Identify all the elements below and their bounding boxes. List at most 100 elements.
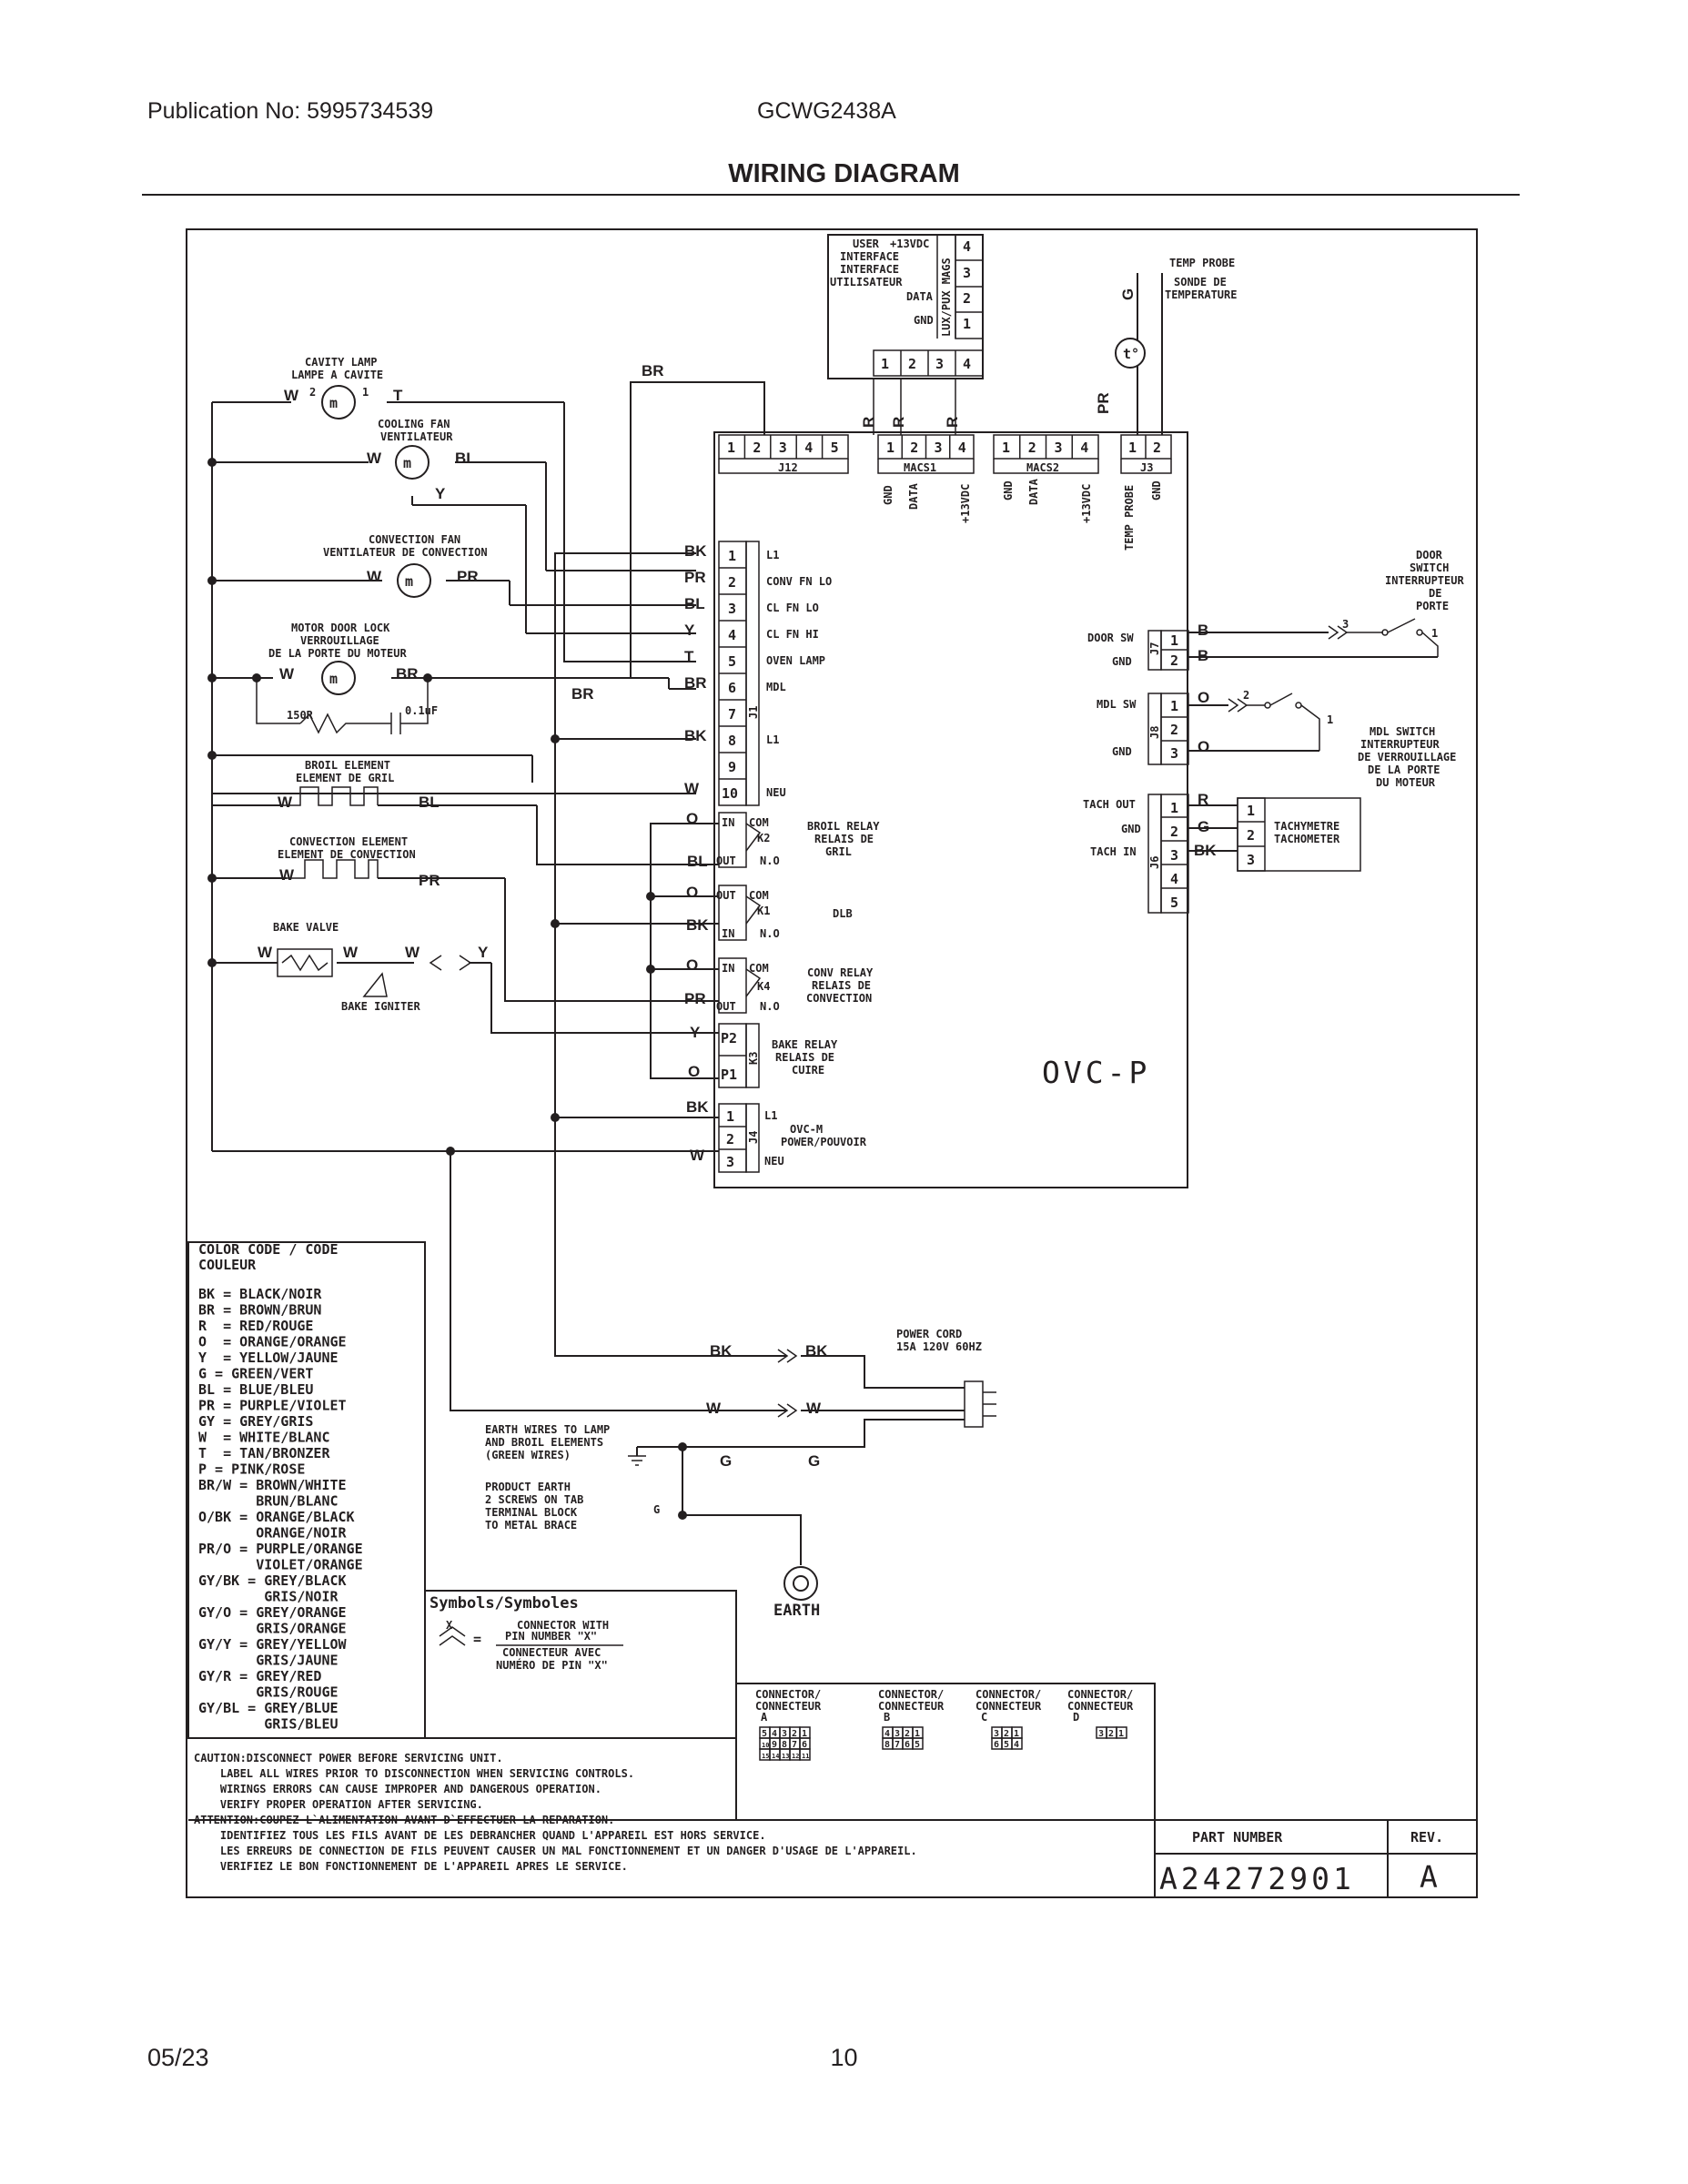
svg-text:4: 4: [963, 356, 971, 372]
svg-text:BL: BL: [455, 450, 476, 467]
svg-text:0.1uF: 0.1uF: [405, 704, 438, 717]
svg-text:TEMPERATURE: TEMPERATURE: [1165, 288, 1237, 301]
tachometer: 1 2 3 TACHYMETRE TACHOMETER: [1237, 797, 1361, 872]
j1-wire-8: BK: [684, 727, 707, 744]
svg-text:DE LA PORTE: DE LA PORTE: [1368, 763, 1440, 776]
publication-number: Publication No: 5995734539: [147, 98, 434, 124]
footer-date: 05/23: [147, 2044, 209, 2071]
svg-text:DE LA PORTE DU MOTEUR: DE LA PORTE DU MOTEUR: [268, 647, 407, 660]
j8-connector: 1 2 3 J8 MDL SW GND O O: [1097, 689, 1209, 765]
j12-pin-3: 3: [779, 440, 787, 456]
svg-text:3: 3: [1170, 745, 1178, 762]
pin-cell: [912, 1737, 924, 1750]
svg-text:2: 2: [1243, 689, 1249, 702]
svg-text:BR: BR: [396, 665, 419, 682]
j1-wire-6: BR: [684, 674, 707, 692]
model-number: GCWG2438A: [757, 98, 896, 124]
svg-text:R: R: [944, 417, 961, 428]
svg-text:SWITCH: SWITCH: [1410, 561, 1449, 574]
caution-line: WIRINGS ERRORS CAN CAUSE IMPROPER AND DA…: [194, 1783, 601, 1795]
legend-line: BR/W = BROWN/WHITE: [198, 1477, 347, 1493]
j1-pin-10: 10: [722, 785, 738, 802]
motor-door-lock: MOTOR DOOR LOCK VERROUILLAGE DE LA PORTE…: [268, 622, 438, 734]
revision: A: [1420, 1859, 1441, 1895]
svg-text:Symbols/Symboles: Symbols/Symboles: [430, 1594, 579, 1613]
svg-text:NUMÉRO DE PIN "X": NUMÉRO DE PIN "X": [496, 1658, 608, 1672]
svg-text:1: 1: [1170, 698, 1178, 714]
svg-text:MDL SW: MDL SW: [1097, 698, 1137, 711]
svg-text:2: 2: [309, 386, 316, 399]
cavity-lamp: CAVITY LAMP LAMPE A CAVITE m W T 2 1: [284, 356, 403, 420]
svg-text:W: W: [279, 665, 295, 682]
legend-line: GRIS/JAUNE: [198, 1653, 339, 1669]
j12-pin-1: 1: [727, 440, 735, 456]
diagram-frame: [186, 228, 1478, 1898]
j1-pin-1: 1: [728, 548, 736, 564]
legend-line: T = TAN/BRONZER: [198, 1445, 330, 1461]
svg-text:=: =: [473, 1631, 481, 1647]
j1-wire-3: BL: [684, 595, 705, 612]
caution-line: CAUTION:DISCONNECT POWER BEFORE SERVICIN…: [194, 1752, 503, 1764]
svg-text:K3: K3: [747, 1052, 760, 1065]
svg-text:W: W: [343, 944, 359, 961]
svg-text:J7: J7: [1148, 642, 1161, 655]
svg-text:O: O: [686, 956, 698, 974]
connector-head-letter: A: [761, 1711, 768, 1724]
legend-line: O/BK = ORANGE/BLACK: [198, 1509, 355, 1525]
svg-text:TEMP PROBE: TEMP PROBE: [1123, 485, 1136, 551]
svg-text:DOOR: DOOR: [1416, 549, 1443, 561]
j1-wire-2: PR: [684, 569, 706, 586]
svg-text:W: W: [279, 866, 295, 884]
svg-text:G: G: [1119, 288, 1137, 300]
svg-text:R: R: [860, 417, 877, 428]
svg-text:GND: GND: [1112, 745, 1132, 758]
svg-text:Y: Y: [478, 944, 489, 961]
svg-text:PRODUCT EARTH: PRODUCT EARTH: [485, 1481, 571, 1493]
svg-text:DOOR SW: DOOR SW: [1087, 632, 1134, 644]
svg-text:Y: Y: [690, 1024, 701, 1041]
svg-text:ELEMENT DE CONVECTION: ELEMENT DE CONVECTION: [278, 848, 416, 861]
svg-text:PIN NUMBER "X": PIN NUMBER "X": [505, 1630, 597, 1643]
junction-dots: [207, 458, 687, 1520]
j12-pin-5: 5: [831, 440, 839, 456]
product-earth: PRODUCT EARTH 2 SCREWS ON TAB TERMINAL B…: [485, 1481, 820, 1620]
svg-text:R: R: [1198, 791, 1208, 808]
j1-pin-8: 8: [728, 733, 736, 749]
pin-number: 1: [915, 1729, 920, 1739]
svg-text:DLB: DLB: [833, 907, 853, 920]
legend-line: GRIS/NOIR: [198, 1589, 339, 1605]
svg-text:PR: PR: [419, 872, 440, 889]
macs2-pin-2: 2: [1028, 440, 1036, 456]
svg-text:LAMPE A CAVITE: LAMPE A CAVITE: [291, 369, 383, 381]
svg-text:BK: BK: [1194, 842, 1217, 859]
svg-text:1: 1: [362, 386, 369, 399]
connector-head-letter: D: [1073, 1711, 1079, 1724]
j1-pin-2: 2: [728, 574, 736, 591]
j6-pin-1: 1: [1170, 800, 1178, 816]
svg-text:CONNECTEUR AVEC: CONNECTEUR AVEC: [502, 1646, 601, 1659]
pin-number: 1: [1118, 1729, 1124, 1739]
pin-number: 3: [895, 1729, 900, 1739]
j1-wire-5: T: [684, 648, 694, 665]
svg-text:IN: IN: [722, 962, 734, 975]
svg-text:2: 2: [1153, 440, 1161, 456]
legend-line: GRIS/ROUGE: [198, 1684, 339, 1701]
svg-text:3: 3: [726, 1154, 734, 1170]
svg-text:W: W: [258, 944, 273, 961]
svg-text:J3: J3: [1140, 461, 1153, 474]
svg-text:TEMP PROBE: TEMP PROBE: [1169, 257, 1235, 269]
macs1-pin-1: 1: [886, 440, 895, 456]
svg-text:BK: BK: [710, 1342, 733, 1360]
mdl-switch: 2 1 MDL SWITCH INTERRUPTEUR DE VERROUILL…: [1228, 689, 1456, 789]
svg-text:O: O: [1198, 689, 1209, 706]
svg-text:L1: L1: [764, 1109, 777, 1122]
svg-text:W: W: [690, 1147, 705, 1164]
pin-number: 2: [1108, 1729, 1114, 1739]
svg-text:RELAIS DE: RELAIS DE: [812, 979, 871, 992]
legend-line: W = WHITE/BLANC: [198, 1430, 330, 1446]
svg-text:2: 2: [1247, 827, 1255, 844]
